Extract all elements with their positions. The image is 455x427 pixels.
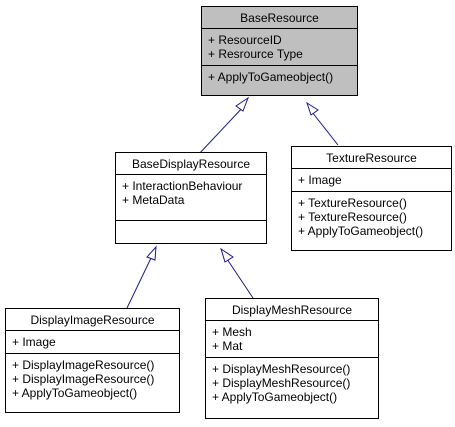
class-base-display-resource[interactable]: BaseDisplayResource + InteractionBehavio… (115, 152, 267, 244)
attribute: + InteractionBehaviour (122, 179, 243, 193)
attributes-section: + ResourceID + Resrource Type (202, 29, 357, 66)
operations-section: + TextureResource() + TextureResource() … (292, 192, 451, 242)
attribute: + MetaData (122, 193, 185, 207)
operation: + DisplayMeshResource() (212, 362, 351, 376)
attribute: + Image (298, 173, 342, 187)
operations-section: + DisplayImageResource() + DisplayImageR… (6, 354, 179, 404)
operation: + DisplayImageResource() (12, 358, 155, 372)
class-name: BaseResource (202, 7, 357, 29)
operation: + ApplyToGameobject() (208, 70, 334, 84)
attribute: + Resrource Type (208, 47, 303, 61)
attribute: + Mesh (212, 325, 252, 339)
attribute: + Image (12, 335, 56, 349)
operations-section (116, 221, 266, 243)
operation: + TextureResource() (298, 210, 407, 224)
attributes-section: + InteractionBehaviour + MetaData (116, 175, 266, 221)
arrow-display-image-to-base-display (126, 255, 153, 309)
arrow-head-base-display-to-base (235, 96, 250, 112)
class-name: DisplayMeshResource (206, 299, 378, 321)
attributes-section: + Image (292, 169, 451, 192)
arrow-head-texture-to-base (306, 101, 319, 116)
operation: + ApplyToGameobject() (12, 386, 138, 400)
class-name: BaseDisplayResource (116, 153, 266, 175)
class-display-mesh-resource[interactable]: DisplayMeshResource + Mesh + Mat + Displ… (205, 298, 379, 419)
arrow-texture-to-base (311, 111, 339, 146)
class-name: DisplayImageResource (6, 309, 179, 331)
operation: + ApplyToGameobject() (212, 390, 338, 404)
operation: + DisplayMeshResource() (212, 376, 351, 390)
attributes-section: + Image (6, 331, 179, 354)
operations-section: + ApplyToGameobject() (202, 66, 357, 88)
arrow-head-display-mesh-to-base-display (220, 247, 234, 263)
attributes-section: + Mesh + Mat (206, 321, 378, 358)
operations-section: + DisplayMeshResource() + DisplayMeshRes… (206, 358, 378, 408)
class-name: TextureResource (292, 147, 451, 169)
class-base-resource[interactable]: BaseResource + ResourceID + Resrource Ty… (201, 6, 358, 96)
arrow-display-mesh-to-base-display (226, 258, 254, 299)
class-display-image-resource[interactable]: DisplayImageResource + Image + DisplayIm… (5, 308, 180, 413)
operation: + ApplyToGameobject() (298, 224, 424, 238)
arrow-head-display-image-to-base-display (146, 245, 157, 261)
operation: + TextureResource() (298, 196, 407, 210)
arrow-base-display-to-base (197, 104, 246, 156)
class-texture-resource[interactable]: TextureResource + Image + TextureResourc… (291, 146, 452, 251)
attribute: + ResourceID (208, 33, 282, 47)
operation: + DisplayImageResource() (12, 372, 155, 386)
attribute: + Mat (212, 339, 243, 353)
